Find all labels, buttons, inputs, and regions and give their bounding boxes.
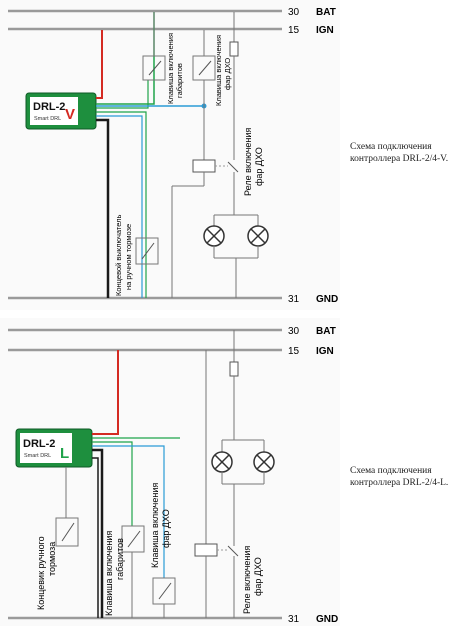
rail-gnd-num: 31 — [288, 614, 300, 625]
rail-bat-label: BAT — [316, 7, 336, 18]
label-relay-2: фар ДХО — [253, 557, 263, 596]
label-brake-1: Концевой выключатель — [114, 214, 123, 296]
wire-black-gnd — [92, 448, 104, 618]
rail-bat-num: 30 — [288, 7, 300, 18]
relay-coil-icon — [192, 159, 216, 173]
relay-coil-icon — [194, 543, 218, 557]
relay-contact — [227, 161, 239, 173]
module-l-variant: L — [60, 445, 69, 462]
relay-contact — [227, 545, 239, 557]
wire-red-ign — [96, 30, 103, 99]
rail-gnd-num: 31 — [288, 294, 300, 305]
wire-red-ign — [92, 350, 119, 435]
rail-bat-num: 30 — [288, 326, 300, 337]
rail-gnd-label: GND — [316, 294, 338, 305]
label-sw-markers-2: габаритов — [115, 538, 125, 580]
module-v-name: DRL-2 — [33, 101, 65, 113]
label-relay-2: фар ДХО — [254, 147, 264, 186]
switch-markers-icon — [142, 55, 166, 81]
wire-green-brake — [96, 111, 147, 298]
label-sw-drl-1: Клавиша включения — [150, 483, 160, 568]
switch-drl-icon — [152, 577, 176, 605]
caption-l: Схема подключения контроллера DRL-2/4-L. — [350, 466, 449, 488]
rail-ign-num: 15 — [288, 25, 300, 36]
rail-ign-label: IGN — [316, 25, 334, 36]
label-brake-2: на ручном тормозе — [124, 224, 133, 290]
module-l-sub: Smart DRL — [24, 453, 51, 459]
module-v-variant: V — [65, 106, 75, 123]
switch-markers-icon — [121, 525, 145, 553]
wire-blue-brake — [96, 115, 143, 298]
wire-green-bat — [96, 12, 155, 105]
label-brake-1: Концевик ручного — [36, 536, 46, 610]
drl-module-l-label — [20, 433, 72, 463]
fuse-icon — [229, 361, 239, 377]
caption-v: Схема подключения контроллера DRL-2/4-V. — [350, 142, 449, 164]
label-brake-2: тормоза — [47, 542, 57, 576]
label-sw-markers-2: габаритов — [175, 63, 184, 98]
wire-green-markers — [96, 80, 149, 109]
rail-gnd-label: GND — [316, 614, 338, 625]
label-sw-markers-1: Клавиша включения — [104, 531, 114, 616]
diagram-v-svg: 30 BAT 15 IGN 31 GND DRL-2 Smart DRL V — [8, 7, 338, 305]
wire-blue-drl — [92, 445, 165, 578]
wire-green-markers — [92, 441, 133, 526]
module-l-name: DRL-2 — [23, 438, 55, 450]
label-sw-drl-2: фар ДХО — [223, 58, 232, 90]
fuse-icon — [229, 41, 239, 57]
switch-brake-icon — [55, 517, 79, 547]
wire-black-gnd — [96, 118, 110, 298]
module-v-sub: Smart DRL — [34, 116, 61, 122]
label-relay-1: Реле включения — [242, 546, 252, 614]
rail-ign-num: 15 — [288, 346, 300, 357]
diagram-l-panel: 30 BAT 15 IGN 31 GND DRL-2 Smart DRL L — [0, 318, 340, 626]
label-sw-markers-1: Клавиша включения — [166, 33, 175, 104]
diagram-v-panel: 30 BAT 15 IGN 31 GND DRL-2 Smart DRL V — [0, 0, 340, 310]
diagram-l-svg: 30 BAT 15 IGN 31 GND DRL-2 Smart DRL L — [8, 326, 338, 625]
label-sw-drl-2: фар ДХО — [161, 509, 171, 548]
switch-brake-icon — [135, 237, 159, 265]
rail-bat-label: BAT — [316, 326, 336, 337]
label-relay-1: Реле включения — [243, 128, 253, 196]
drl-module-v-label — [30, 97, 78, 125]
wire-black-gnd-2 — [92, 457, 99, 618]
label-sw-drl-1: Клавиша включения — [214, 35, 223, 106]
switch-drl-icon — [192, 55, 216, 81]
rail-ign-label: IGN — [316, 346, 334, 357]
